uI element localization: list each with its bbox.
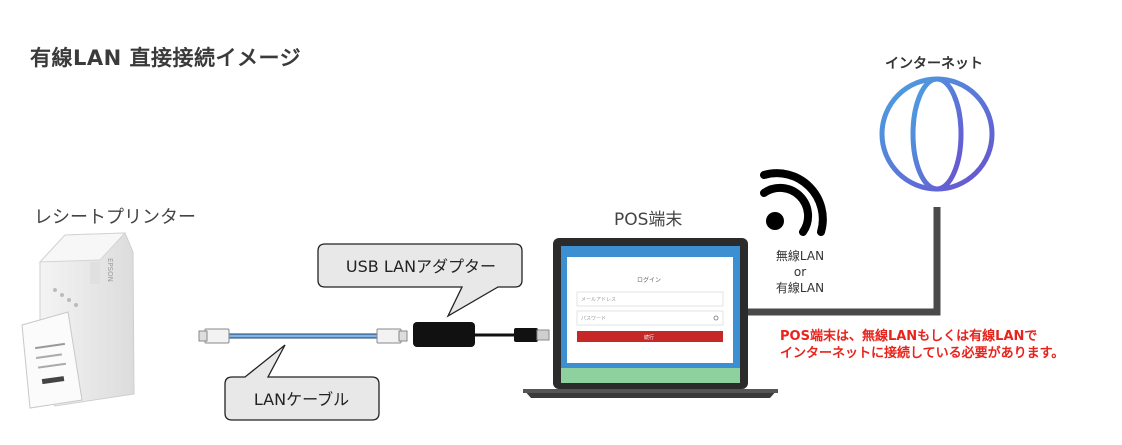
note-line-1: POS端末は、無線LANもしくは有線LANで xyxy=(780,329,1038,344)
usb-adapter-label: USB LANアダプター xyxy=(345,257,497,276)
printer-label: レシートプリンター xyxy=(34,207,196,228)
note-line-2: インターネットに接続している必要があります。 xyxy=(780,346,1065,361)
lan-cable-label: LANケーブル xyxy=(253,390,350,409)
wifi-icon xyxy=(760,169,827,236)
screen-login-button: 続行 xyxy=(644,335,655,341)
globe-icon xyxy=(879,76,995,192)
internet-connection-line xyxy=(748,207,941,316)
wireless-line-1: 無線LAN xyxy=(775,249,825,263)
internet-label: インターネット xyxy=(885,56,983,72)
pos-laptop xyxy=(523,238,778,398)
usb-adapter-callout xyxy=(317,243,523,318)
screen-email-field: メールアドレス xyxy=(581,297,617,303)
wireless-line-2: or xyxy=(793,265,807,279)
screen-login-title: ログイン xyxy=(637,277,662,284)
lan-cable-callout xyxy=(224,344,380,421)
pos-terminal-label: POS端末 xyxy=(614,210,683,230)
page-title: 有線LAN 直接接続イメージ xyxy=(30,46,302,70)
requirement-note: POS端末は、無線LANもしくは有線LANで インターネットに接続している必要が… xyxy=(780,328,1064,362)
lan-cable xyxy=(198,328,408,344)
usb-lan-adapter xyxy=(413,322,550,347)
receipt-printer xyxy=(21,232,135,409)
screen-password-field: パスワード xyxy=(581,316,607,322)
connection-type-text: 無線LAN or 有線LAN xyxy=(765,248,835,296)
printer-brand: EPSON xyxy=(106,258,114,282)
wireless-line-3: 有線LAN xyxy=(775,281,825,295)
